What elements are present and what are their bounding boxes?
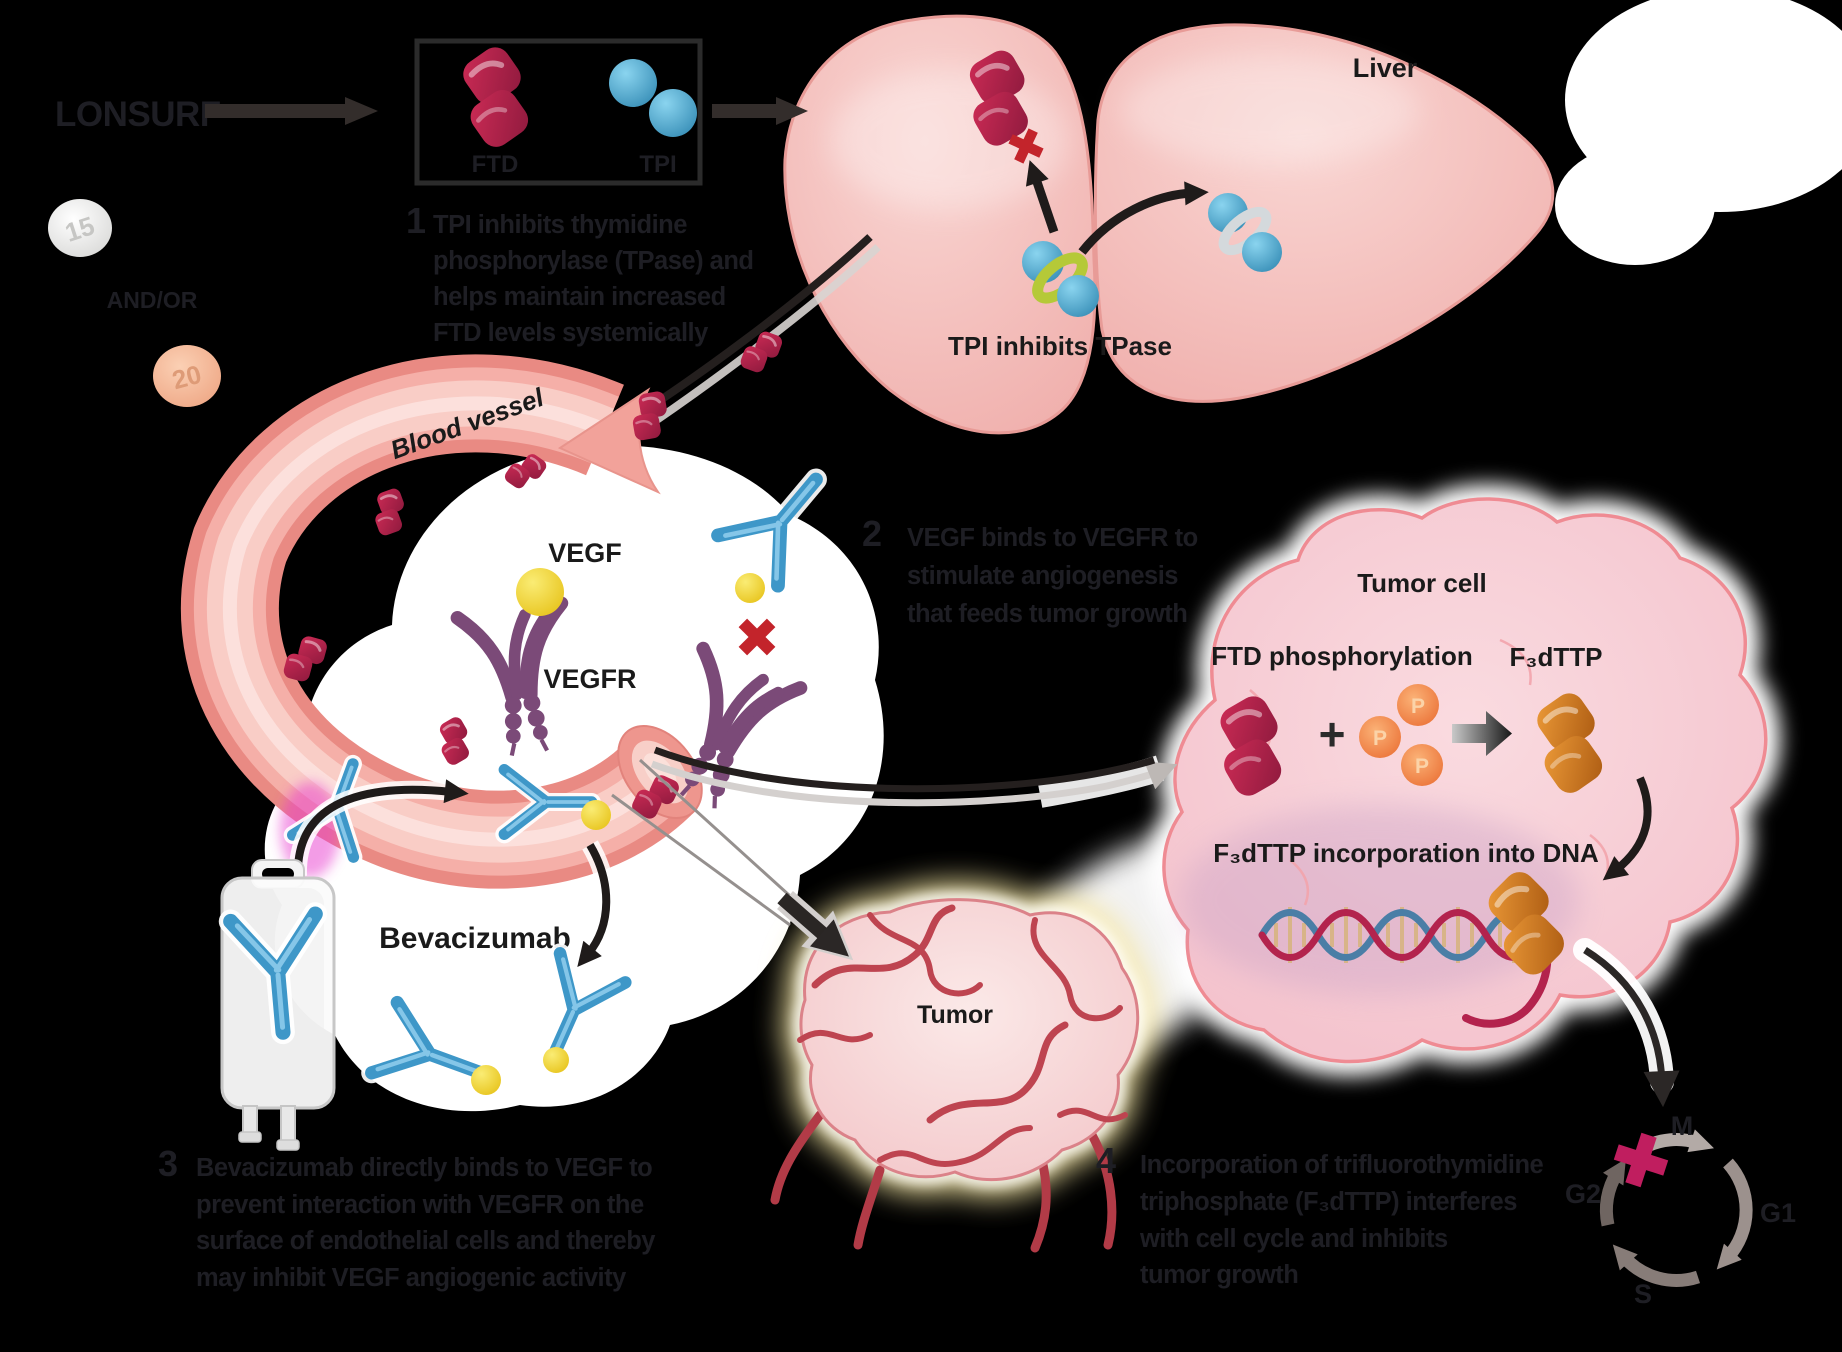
cycle-arc-s: [1612, 1244, 1701, 1287]
vessel-to-vegf-arrow: [577, 842, 611, 967]
step-1: 1 TPI inhibits thymidine phosphorylase (…: [406, 200, 754, 347]
vessel-to-tumor-arrow: [611, 758, 854, 961]
ftd-phosphorylation-label: FTD phosphorylation: [1211, 641, 1472, 671]
vegf-sphere-bound: [735, 573, 765, 603]
tumor-surface-vessels: [797, 904, 1128, 1167]
tpi-blocked-tpase-molecule: [1208, 193, 1282, 272]
tpase-block-arrow: [1078, 181, 1209, 255]
step-4-line: with cell cycle and inhibits: [1139, 1225, 1448, 1253]
ftd-label: FTD: [472, 151, 519, 178]
step-3-line: may inhibit VEGF angiogenic activity: [196, 1264, 627, 1292]
tpi-tpase-molecule: [1022, 241, 1099, 317]
phosphate-group: P P P: [1359, 684, 1443, 786]
ftd-molecule-box: [442, 42, 549, 153]
plus-sign: +: [1319, 708, 1346, 760]
step-2: 2 VEGF binds to VEGFR to stimulate angio…: [862, 513, 1198, 628]
dna-to-cell-cycle-arrow: [1573, 938, 1680, 1108]
step-1-line: TPI inhibits thymidine: [433, 211, 687, 239]
arrow-box-to-liver: [712, 97, 808, 125]
phosphorylation-arrow: [1452, 711, 1512, 756]
and-or-label: AND/OR: [107, 287, 198, 313]
vegf-vegfr-scene: VEGF VEGFR: [457, 454, 846, 821]
tumor-illustration: Tumor: [770, 880, 1157, 1253]
bevacizumab-antibody-free: [718, 454, 846, 603]
step-3-number: 3: [158, 1143, 178, 1184]
iv-to-vessel-arrow: [293, 779, 469, 877]
dose-pills: 15 AND/OR 20: [48, 199, 221, 407]
cycle-phase-s: S: [1634, 1279, 1652, 1309]
phosphate-letter: P: [1415, 755, 1429, 778]
cycle-phase-m: M: [1671, 1111, 1694, 1141]
step-2-number: 2: [862, 513, 882, 554]
iv-bag-port: [242, 1105, 258, 1135]
cycle-arc-g2: [1599, 1158, 1626, 1227]
tpi-molecule-box: [609, 59, 697, 137]
step-1-line: FTD levels systemically: [433, 319, 709, 347]
antibody-in-vessel: [504, 770, 611, 835]
f3dttp-label: F₃dTTP: [1510, 642, 1603, 672]
step-3-line: surface of endothelial cells and thereby: [196, 1227, 656, 1255]
ftd-in-vessel: [280, 630, 331, 688]
antibody-vegf-complex: [372, 1003, 501, 1108]
ftd-in-vessel: [365, 485, 414, 539]
step-1-number: 1: [406, 200, 426, 241]
bevacizumab-scene: Bevacizumab: [222, 753, 626, 1151]
brand-name: LONSURF: [55, 95, 221, 134]
step-4-line: Incorporation of trifluorothymidine: [1140, 1151, 1544, 1179]
liver-caption: TPI inhibits TPase: [948, 331, 1172, 361]
drug-component-box: [414, 38, 703, 186]
cycle-arc-g1: [1716, 1158, 1753, 1270]
tumor-feeder-vessels: [770, 1110, 1117, 1253]
step-3: 3 Bevacizumab directly binds to VEGF to …: [158, 1143, 657, 1292]
step-1-line: phosphorylase (TPase) and: [433, 247, 754, 275]
bevacizumab-label: Bevacizumab: [379, 922, 571, 955]
tpi-label: TPI: [639, 151, 676, 178]
step-4-line: tumor growth: [1140, 1261, 1298, 1289]
arrow-brand-to-box: [205, 97, 378, 125]
iv-bag-port: [280, 1105, 296, 1143]
iv-bag: [222, 859, 334, 1151]
step-2-line: VEGF binds to VEGFR to: [907, 524, 1198, 552]
cell-cycle-diagram: M G1 S G2: [1565, 1111, 1796, 1309]
incorporation-label: F₃dTTP incorporation into DNA: [1213, 838, 1599, 868]
step-3-line: Bevacizumab directly binds to VEGF to: [196, 1154, 652, 1182]
phosphate-letter: P: [1373, 727, 1387, 750]
step-4: 4 Incorporation of trifluorothymidine tr…: [1096, 1140, 1544, 1289]
tumor-cell-label: Tumor cell: [1357, 568, 1487, 598]
step-3-line: prevent interaction with VEGFR on the: [196, 1191, 644, 1219]
step-2-line: that feeds tumor growth: [907, 600, 1187, 628]
blood-vessel: Blood vessel: [180, 354, 703, 889]
pill-20: [153, 345, 221, 407]
cycle-phase-g2: G2: [1565, 1179, 1601, 1209]
pill-15: [48, 199, 112, 257]
liver-illustration: Liver TPI inhibits TPase: [783, 14, 1555, 435]
phosphate-letter: P: [1411, 695, 1425, 718]
liver-label: Liver: [1353, 53, 1418, 83]
step-1-line: helps maintain increased: [433, 283, 726, 311]
tumor-cell: Tumor cell FTD phosphorylation F₃dTTP + …: [1149, 484, 1781, 1077]
dna-strand-red: [1258, 909, 1546, 961]
vegf-sphere: [516, 568, 564, 616]
cycle-block-cross: [1613, 1132, 1669, 1188]
step-2-line: stimulate angiogenesis: [907, 562, 1178, 590]
dna-strand-blue: [1258, 909, 1546, 961]
ftd-to-tumor-cell-arrow: [650, 746, 1178, 808]
lonsurf-header: LONSURF FTD TPI: [55, 38, 808, 186]
tpi-inhibit-arrow: [1025, 160, 1059, 234]
dna-helix: [1258, 866, 1584, 1028]
step-4-number: 4: [1096, 1140, 1116, 1181]
tumor-label: Tumor: [917, 1001, 993, 1029]
cycle-phase-g1: G1: [1760, 1198, 1796, 1228]
vegfr-label: VEGFR: [543, 664, 636, 694]
vegf-label: VEGF: [548, 538, 622, 568]
f3dttp-to-dna-arrow: [1602, 776, 1652, 881]
step-4-line: triphosphate (F₃dTTP) interferes: [1140, 1188, 1517, 1216]
antibody-vegf-complex: [521, 953, 626, 1073]
